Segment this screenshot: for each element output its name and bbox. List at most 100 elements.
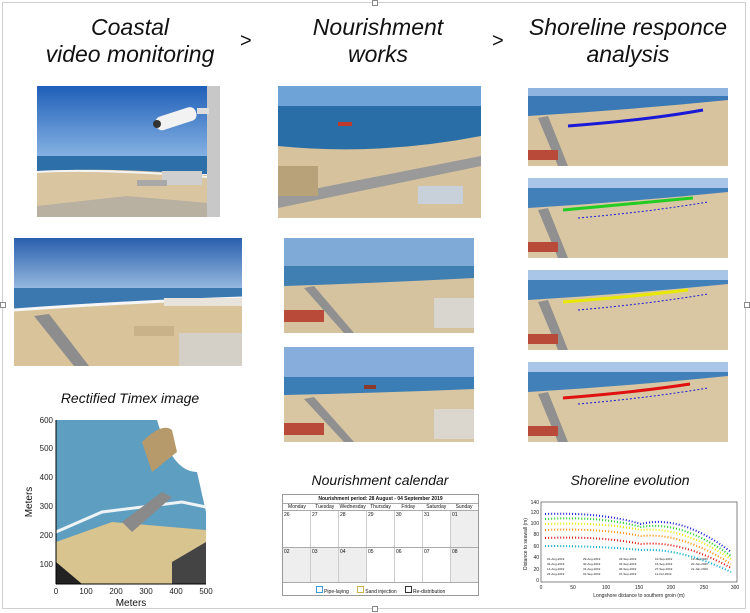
shoreline-photo-red <box>528 362 728 442</box>
nourishment-photo-3 <box>284 347 474 442</box>
header-line: video monitoring <box>45 41 215 67</box>
calendar-cell: 31 <box>423 511 451 547</box>
calendar-cell: 06 <box>395 548 423 582</box>
day-header: Friday <box>401 504 416 510</box>
date-label: 28 <box>340 512 346 518</box>
y-tick-label: 0 <box>536 578 539 584</box>
y-tick-label: 100 <box>40 560 54 569</box>
y-tick-label: 20 <box>533 567 539 573</box>
x-tick-label: 250 <box>700 585 709 591</box>
legend-entry: 01-Aug-2019 <box>547 557 565 561</box>
header-line: analysis <box>586 41 670 67</box>
legend-entry: 21-Jan-2020 <box>691 567 708 571</box>
legend-swatch <box>315 586 323 593</box>
x-tick-label: 300 <box>139 587 153 596</box>
calendar-cell: 29 <box>367 511 395 547</box>
day-header: Wednesday <box>339 504 366 510</box>
y-tick-label: 200 <box>40 531 54 540</box>
calendar-cell: 05 <box>367 548 395 582</box>
resize-handle[interactable] <box>744 302 750 308</box>
legend-entry: 30-Aug-2019 <box>583 562 601 566</box>
date-label: 29 <box>368 512 374 518</box>
resize-handle[interactable] <box>372 0 378 6</box>
calendar-cell: 08 <box>451 548 478 582</box>
legend-entry: 29-Aug-2019 <box>583 557 601 561</box>
shoreline-photo-green <box>528 178 728 258</box>
header-video-monitoring: Coastal video monitoring <box>20 14 240 68</box>
legend-entry: 04-Sep-2019 <box>619 562 637 566</box>
day-header: Thursday <box>370 504 391 510</box>
legend-entry: 07-Sep-2019 <box>619 572 637 576</box>
calendar-cell: 04 <box>339 548 367 582</box>
calendar-cell: 28 <box>339 511 367 547</box>
legend-item: Re-distribution <box>404 586 445 595</box>
x-tick-label: 0 <box>540 585 543 591</box>
rectified-caption: Rectified Timex image <box>60 390 200 406</box>
date-label: 03 <box>312 549 318 555</box>
resize-handle[interactable] <box>0 302 6 308</box>
x-tick-label: 150 <box>635 585 644 591</box>
calendar-cell: 26 <box>283 511 311 547</box>
date-label: 01 <box>452 512 458 518</box>
day-header: Tuesday <box>315 504 335 510</box>
series-markers <box>544 512 732 573</box>
y-tick-label: 120 <box>531 510 540 516</box>
legend-entry: 14-Aug-2019 <box>547 567 565 571</box>
y-tick-label: 80 <box>533 532 539 538</box>
shoreline-line <box>577 387 709 405</box>
rectified-timex-plot: 0 100 200 300 400 500 100 200 300 400 50… <box>22 412 220 610</box>
x-tick-label: 200 <box>667 585 676 591</box>
flow-arrow: > <box>492 30 504 52</box>
calendar-caption: Nourishment calendar <box>311 472 449 488</box>
shoreline-evolution-plot: 0 20 40 60 80 100 120 140 0 50 100 150 2… <box>521 494 741 600</box>
x-tick-label: 100 <box>79 587 93 596</box>
x-tick-label: 400 <box>169 587 183 596</box>
x-tick-labels: 0 100 200 300 400 500 <box>54 587 213 596</box>
cctv-camera-icon <box>153 107 209 131</box>
x-tick-label: 200 <box>109 587 123 596</box>
resize-handle[interactable] <box>372 606 378 612</box>
camera-photo <box>37 86 220 217</box>
x-tick-label: 300 <box>731 585 740 591</box>
legend-entry: 06-Sep-2019 <box>619 567 637 571</box>
date-label: 05 <box>368 549 374 555</box>
date-label: 07 <box>424 549 430 555</box>
y-tick-labels: 0 20 40 60 80 100 120 140 <box>531 500 540 584</box>
x-axis-title: Longshore distance to southern groin (m) <box>593 593 685 599</box>
legend-entry: 24-Aug-2019 <box>547 572 565 576</box>
legend-item: Sand injection <box>356 586 397 595</box>
date-label: 30 <box>396 512 402 518</box>
date-label: 26 <box>284 512 290 518</box>
header-line: Shoreline responce <box>528 14 728 40</box>
y-tick-label: 60 <box>533 544 539 550</box>
calendar-week-2: 02 03 04 05 06 07 08 <box>283 548 478 583</box>
header-nourishment-works: Nourishment works <box>268 14 488 68</box>
header-line: Nourishment <box>312 14 444 40</box>
legend-entry: 11-Oct-2019 <box>655 572 672 576</box>
legend-entry: 10-Sep-2019 <box>655 557 673 561</box>
calendar-day-headers: Monday Tuesday Wednesday Thursday Friday… <box>283 504 478 511</box>
y-tick-label: 400 <box>40 473 54 482</box>
shoreline-photo-yellow <box>528 270 728 350</box>
evolution-caption: Shoreline evolution <box>570 472 690 488</box>
nourishment-photo-1 <box>278 86 481 218</box>
date-label: 08 <box>452 549 458 555</box>
legend-item: Pipe-laying <box>315 586 349 595</box>
calendar-cell: 02 <box>283 548 311 582</box>
y-tick-label: 300 <box>40 502 54 511</box>
legend-label: Sand injection <box>365 589 397 595</box>
legend-entry: 27-Sep-2019 <box>655 567 673 571</box>
shoreline-line <box>577 201 709 219</box>
calendar-title: Nourishment period: 28 August - 04 Septe… <box>283 495 478 504</box>
calendar-legend: Pipe-laying Sand injection Re-distributi… <box>283 583 478 595</box>
date-label: 27 <box>312 512 318 518</box>
y-tick-label: 140 <box>531 500 540 506</box>
legend-entry: 02-Sep-2019 <box>619 557 637 561</box>
flow-arrow: > <box>240 30 252 52</box>
day-header: Saturday <box>426 504 447 510</box>
legend-entry: 20-Jan-2020 <box>691 562 708 566</box>
x-tick-label: 500 <box>199 587 213 596</box>
y-tick-label: 600 <box>40 416 54 425</box>
legend-entry: 13-Jan-2020 <box>691 557 708 561</box>
calendar-cell: 30 <box>395 511 423 547</box>
